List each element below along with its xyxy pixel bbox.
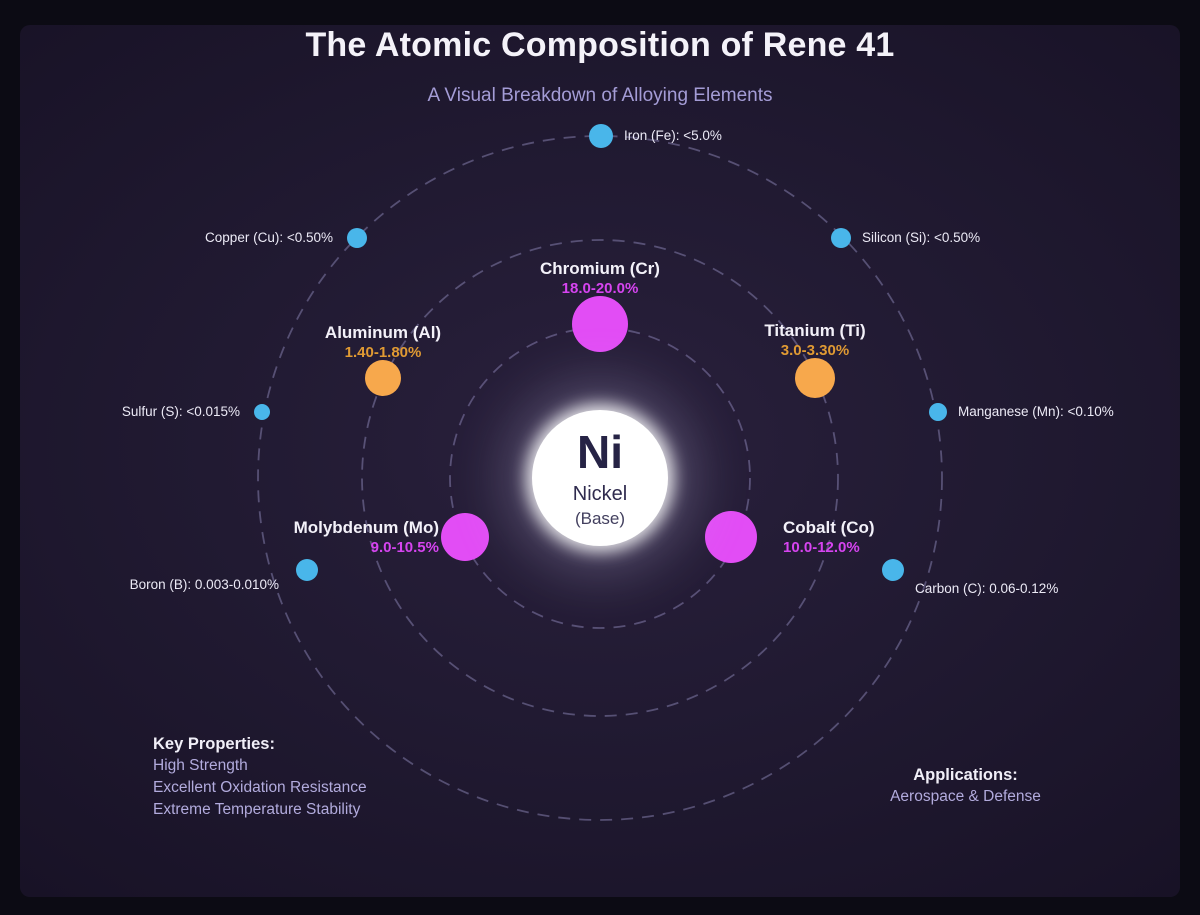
copper-label: Copper (Cu): <0.50% — [205, 230, 333, 245]
copper-circle — [347, 228, 367, 248]
applications-heading: Applications: — [913, 766, 1018, 784]
orbit-ring-2 — [361, 239, 839, 717]
manganese-label: Manganese (Mn): <0.10% — [958, 404, 1114, 419]
aluminum-percentage: 1.40-1.80% — [344, 344, 422, 361]
applications-text: Aerospace & Defense — [890, 788, 1041, 805]
aluminum-label-block: Aluminum (Al) 1.40-1.80% — [325, 322, 441, 362]
titanium-label: Titanium (Ti) — [764, 321, 866, 340]
applications-block: Applications: Aerospace & Defense — [838, 765, 1093, 807]
silicon-label: Silicon (Si): <0.50% — [862, 230, 981, 245]
page-subtitle: A Visual Breakdown of Alloying Elements — [427, 85, 773, 106]
molybdenum-percentage: 9.0-10.5% — [370, 539, 439, 556]
key-property-item: High Strength — [153, 757, 248, 774]
molybdenum-label-block: Molybdenum (Mo) 9.0-10.5% — [294, 517, 439, 557]
iron-label: Iron (Fe): <5.0% — [624, 128, 722, 143]
iron-circle — [589, 124, 613, 148]
boron-circle — [296, 559, 318, 581]
key-property-item: Excellent Oxidation Resistance — [153, 779, 367, 796]
orbit-ring-3 — [257, 135, 943, 821]
key-properties-heading: Key Properties: — [153, 735, 275, 753]
key-property-item: Extreme Temperature Stability — [153, 801, 361, 818]
nucleus-name: Nickel — [572, 483, 628, 505]
titanium-percentage: 3.0-3.30% — [780, 342, 850, 359]
cobalt-label-block: Cobalt (Co) 10.0-12.0% — [783, 517, 875, 557]
carbon-label: Carbon (C): 0.06-0.12% — [915, 581, 1059, 596]
cobalt-label: Cobalt (Co) — [783, 518, 875, 537]
sulfur-circle — [254, 404, 270, 420]
chromium-circle — [572, 296, 628, 352]
nucleus-symbol: Ni — [577, 426, 623, 478]
cobalt-circle — [705, 511, 757, 563]
molybdenum-circle — [441, 513, 489, 561]
manganese-circle — [929, 403, 947, 421]
titanium-circle — [795, 358, 835, 398]
aluminum-label: Aluminum (Al) — [324, 323, 442, 342]
sulfur-label: Sulfur (S): <0.015% — [121, 404, 240, 419]
page-title: The Atomic Composition of Rene 41 — [305, 26, 895, 64]
carbon-circle — [882, 559, 904, 581]
silicon-circle — [831, 228, 851, 248]
aluminum-circle — [365, 360, 401, 396]
chromium-percentage: 18.0-20.0% — [561, 280, 639, 297]
chromium-label: Chromium (Cr) — [540, 259, 660, 278]
titanium-label-block: Titanium (Ti) 3.0-3.30% — [764, 320, 865, 360]
nucleus-note: (Base) — [574, 509, 626, 528]
molybdenum-label: Molybdenum (Mo) — [293, 518, 439, 537]
chromium-label-block: Chromium (Cr) 18.0-20.0% — [540, 258, 660, 298]
nucleus: Ni Nickel (Base) — [532, 410, 668, 546]
cobalt-percentage: 10.0-12.0% — [783, 539, 860, 556]
boron-label: Boron (B): 0.003-0.010% — [129, 577, 279, 592]
orbit-ring-1 — [449, 327, 751, 629]
